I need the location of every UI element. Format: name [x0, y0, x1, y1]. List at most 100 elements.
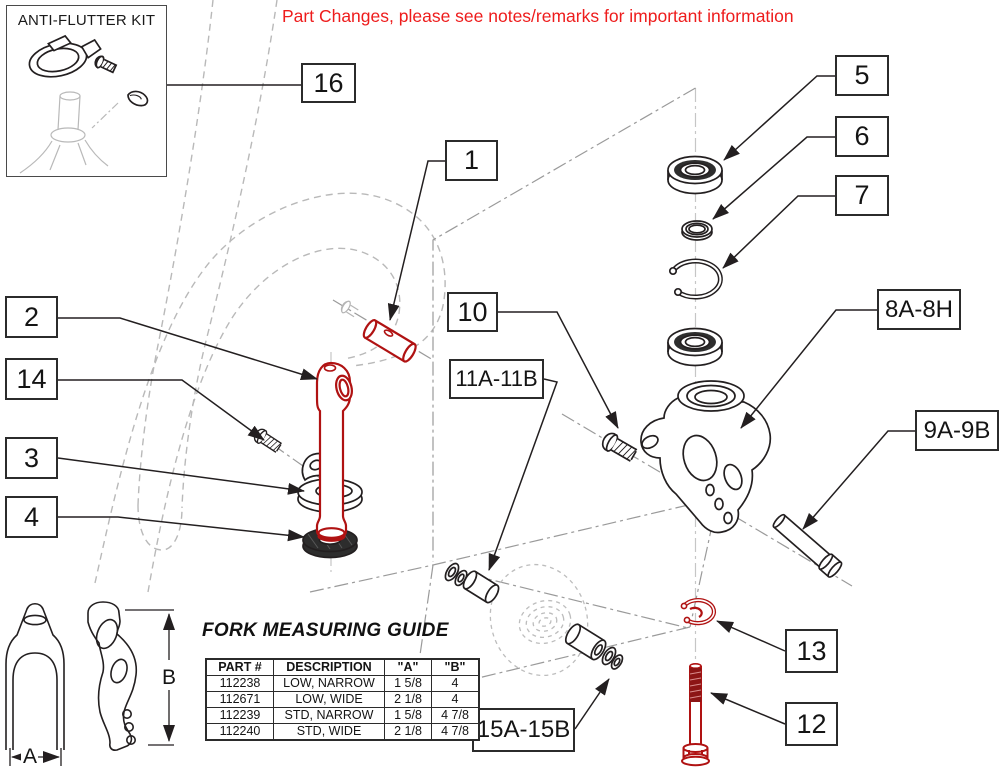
pin-1 [362, 319, 417, 363]
leader-7 [722, 195, 835, 269]
cell-part: 112671 [205, 691, 274, 708]
leader-3 [57, 457, 305, 495]
callout-1-label: 1 [463, 145, 480, 175]
dimension-a: A [9, 745, 62, 767]
ghost-plate-top-edge [309, 497, 719, 593]
callout-14-label: 14 [16, 363, 47, 394]
callout-2-label: 2 [23, 301, 40, 332]
callout-5-label: 5 [854, 60, 870, 90]
callout-6-label: 6 [854, 121, 870, 151]
stem-bolt-12 [681, 662, 710, 767]
bolt-9 [772, 513, 843, 578]
callout-4-label: 4 [23, 501, 40, 532]
fork-measuring-table: PART # DESCRIPTION "A" "B" 112238 LOW, N… [205, 658, 480, 741]
callout-1: 1 [445, 140, 498, 181]
fork-stem-2 [315, 361, 353, 542]
anti-flutter-kit-title: ANTI-FLUTTER KIT [17, 12, 156, 29]
ghost-tube-right-edge [181, 0, 278, 509]
fork-guide-title: FORK MEASURING GUIDE [202, 620, 449, 641]
centerline-axle [446, 568, 689, 629]
cell-b: 4 7/8 [431, 723, 480, 741]
cell-part: 112238 [205, 675, 274, 692]
callout-10: 10 [447, 292, 498, 332]
centerline-diagonal [432, 87, 696, 562]
cell-desc: STD, WIDE [273, 723, 385, 741]
callout-11a-11b: 11A-11B [449, 359, 544, 399]
cell-a: 2 1/8 [384, 691, 432, 708]
callout-7-label: 7 [854, 180, 870, 210]
leader-lines [57, 75, 915, 730]
screw-10 [601, 432, 638, 462]
dim-a-label: A [23, 745, 37, 767]
leader-6 [712, 136, 835, 220]
axle-washers-lower [601, 646, 624, 670]
ghost-screw-small [340, 300, 359, 318]
axle-bushing-lower [564, 623, 607, 661]
callout-15a-15b: 15A-15B [472, 708, 575, 752]
callout-16-label: 16 [313, 67, 344, 98]
callout-13-label: 13 [796, 635, 827, 666]
ghost-plate-right-edge [689, 497, 719, 628]
callout-3-label: 3 [23, 442, 40, 473]
retaining-ring-13 [680, 598, 717, 626]
anti-flutter-kit-art [19, 34, 149, 174]
cell-desc: LOW, WIDE [273, 691, 385, 708]
leader-13 [716, 620, 786, 652]
callout-14: 14 [5, 358, 58, 400]
cell-part: 112239 [205, 707, 274, 724]
cell-a: 1 5/8 [384, 675, 432, 692]
col-description: DESCRIPTION [273, 658, 385, 676]
callout-15a-15b-label: 15A-15B [476, 716, 571, 743]
callout-7: 7 [835, 175, 889, 216]
screw-14 [253, 428, 282, 453]
leader-8 [740, 309, 877, 429]
callout-12-label: 12 [796, 708, 827, 739]
callout-13: 13 [785, 629, 838, 673]
caster-housing [640, 380, 772, 534]
anti-flutter-kit-box: ANTI-FLUTTER KIT [6, 5, 167, 177]
ghost-cane-inner [147, 247, 401, 593]
col-b: "B" [431, 658, 480, 676]
callout-10-label: 10 [457, 296, 488, 327]
red-parts [315, 319, 717, 767]
leader-12 [710, 692, 786, 725]
table-row: 112239 STD, NARROW 1 5/8 4 7/8 [205, 707, 480, 724]
fork-front-view [5, 602, 65, 750]
callout-2: 2 [5, 296, 58, 338]
cell-a: 2 1/8 [384, 723, 432, 741]
bearing-upper [667, 155, 723, 195]
cell-part: 112240 [205, 723, 274, 741]
callout-8a-8h-label: 8A-8H [884, 295, 954, 323]
ghost-tube-bottom [137, 504, 183, 551]
leader-10 [498, 311, 619, 429]
afk-bolt [94, 55, 118, 74]
table-row: 112240 STD, WIDE 2 1/8 4 7/8 [205, 723, 480, 741]
callout-8a-8h: 8A-8H [877, 289, 961, 330]
ghost-wheel [489, 563, 589, 677]
callout-4: 4 [5, 496, 58, 538]
part-changes-notice: Part Changes, please see notes/remarks f… [282, 6, 794, 26]
table-header-row: PART # DESCRIPTION "A" "B" [205, 658, 480, 676]
ghost-plate-left-edge [419, 564, 434, 656]
leader-11 [488, 378, 558, 571]
dim-b-label: B [162, 666, 176, 689]
callout-3: 3 [5, 437, 58, 479]
cell-a: 1 5/8 [384, 707, 432, 724]
ghost-cane-outer [94, 192, 446, 584]
leader-15 [574, 678, 610, 730]
cell-b: 4 [431, 691, 480, 708]
callout-5: 5 [835, 55, 889, 96]
axle-bushing-upper [462, 570, 500, 604]
cell-b: 4 [431, 675, 480, 692]
leader-5 [723, 75, 835, 161]
leader-14 [58, 379, 265, 441]
washer-6 [681, 220, 713, 241]
callout-12: 12 [785, 702, 838, 746]
leader-1 [387, 160, 445, 321]
cell-desc: LOW, NARROW [273, 675, 385, 692]
table-row: 112238 LOW, NARROW 1 5/8 4 [205, 675, 480, 692]
afk-clip [127, 90, 149, 107]
leader-4 [58, 516, 305, 542]
